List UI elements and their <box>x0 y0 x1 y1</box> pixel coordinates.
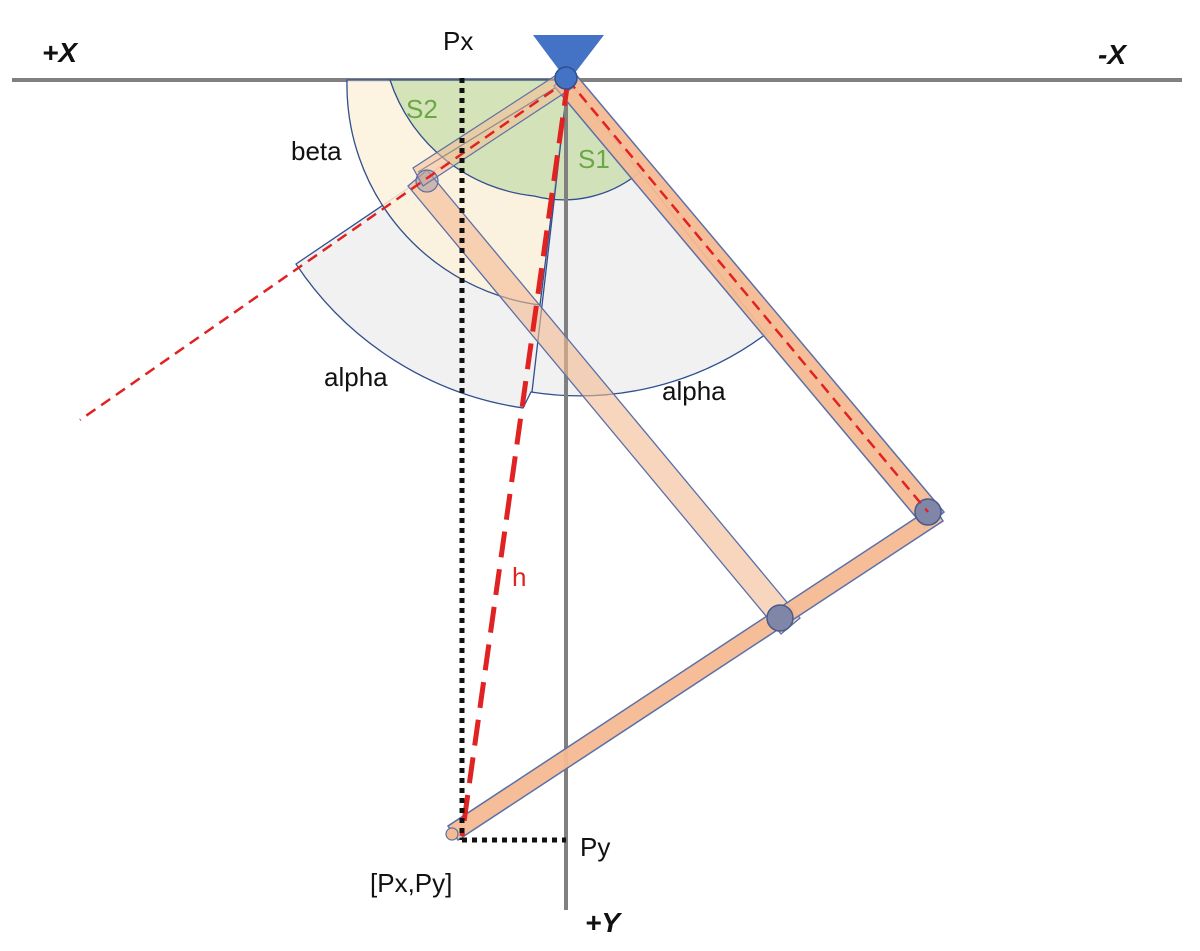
s1-label: S1 <box>578 144 610 174</box>
pivot-joint <box>554 66 578 90</box>
arm-left-upper <box>407 169 801 635</box>
red-dash-h-line <box>459 79 571 837</box>
plus-y-label: +Y <box>585 907 622 938</box>
arm-forearm <box>446 504 945 842</box>
joint-middle <box>766 604 794 632</box>
h-label: h <box>512 562 526 592</box>
point-label: [Px,Py] <box>370 868 452 898</box>
px-label: Px <box>443 26 473 56</box>
red-dash-right-arm <box>567 79 929 513</box>
alpha-left-label: alpha <box>324 362 388 392</box>
anchor-triangle-icon <box>533 35 604 82</box>
alpha-right-label: alpha <box>662 376 726 406</box>
joint-end <box>445 827 459 841</box>
beta-label: beta <box>291 136 342 166</box>
plus-x-label: +X <box>42 37 79 68</box>
s2-label: S2 <box>406 94 438 124</box>
red-dash-left-extension <box>79 78 569 422</box>
py-label: Py <box>580 832 610 862</box>
minus-x-label: -X <box>1098 39 1128 70</box>
